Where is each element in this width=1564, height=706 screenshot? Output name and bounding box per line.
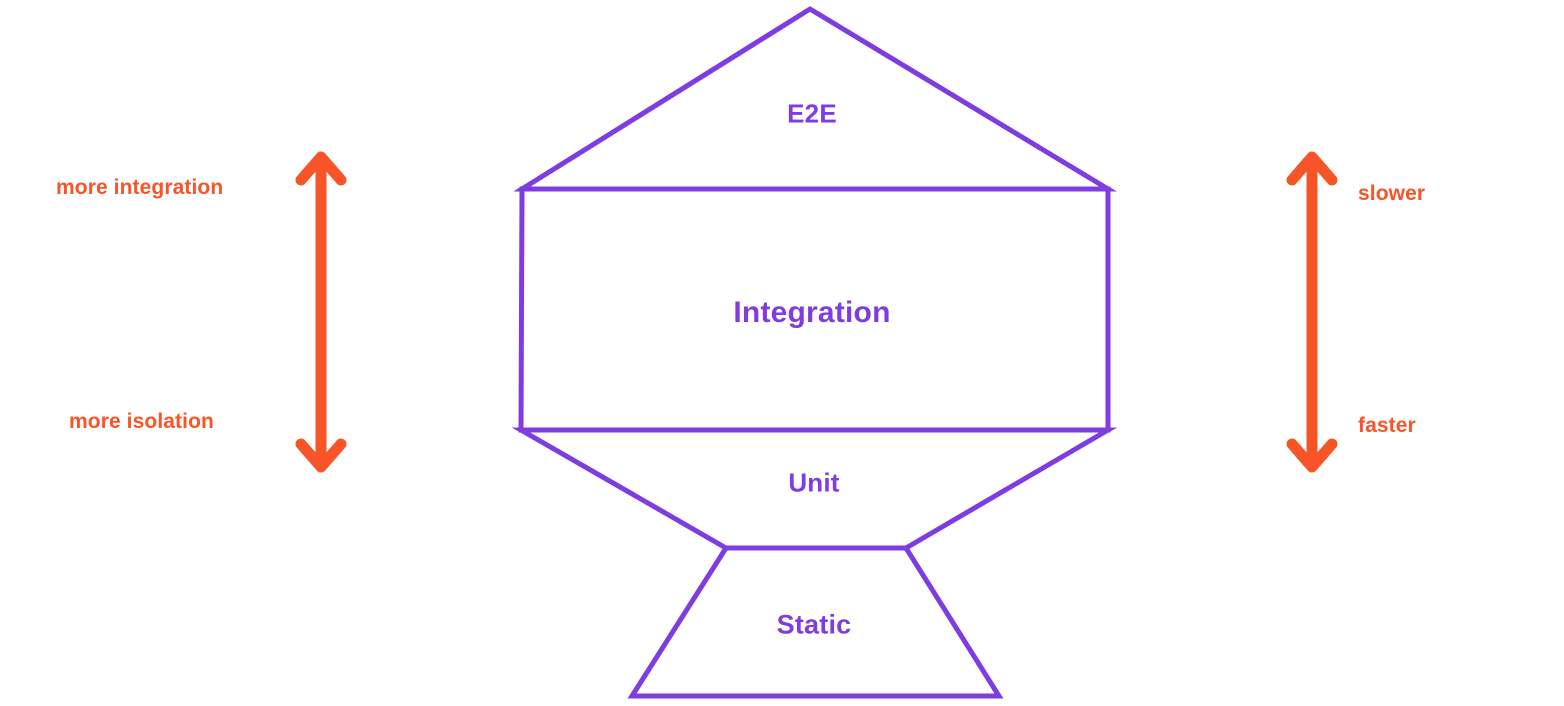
layer-label-integration: Integration	[733, 296, 891, 329]
left-arrow-head-down	[295, 438, 347, 473]
left-axis-top-label: more integration	[56, 176, 224, 199]
right-axis-arrow	[1286, 151, 1338, 473]
layer-label-static: Static	[776, 609, 852, 640]
layer-label-unit: Unit	[788, 467, 840, 498]
right-arrow-head-down	[1286, 438, 1338, 473]
right-axis-bottom-label: faster	[1358, 414, 1416, 437]
right-axis-top-label: slower	[1358, 182, 1426, 205]
shape-static-trapezoid	[627, 545, 1004, 699]
layer-label-e2e: E2E	[787, 98, 837, 129]
left-arrow-head-up	[295, 151, 347, 186]
right-arrow-head-up	[1286, 151, 1338, 186]
left-axis-arrow	[295, 151, 347, 473]
left-axis-bottom-label: more isolation	[69, 410, 214, 433]
